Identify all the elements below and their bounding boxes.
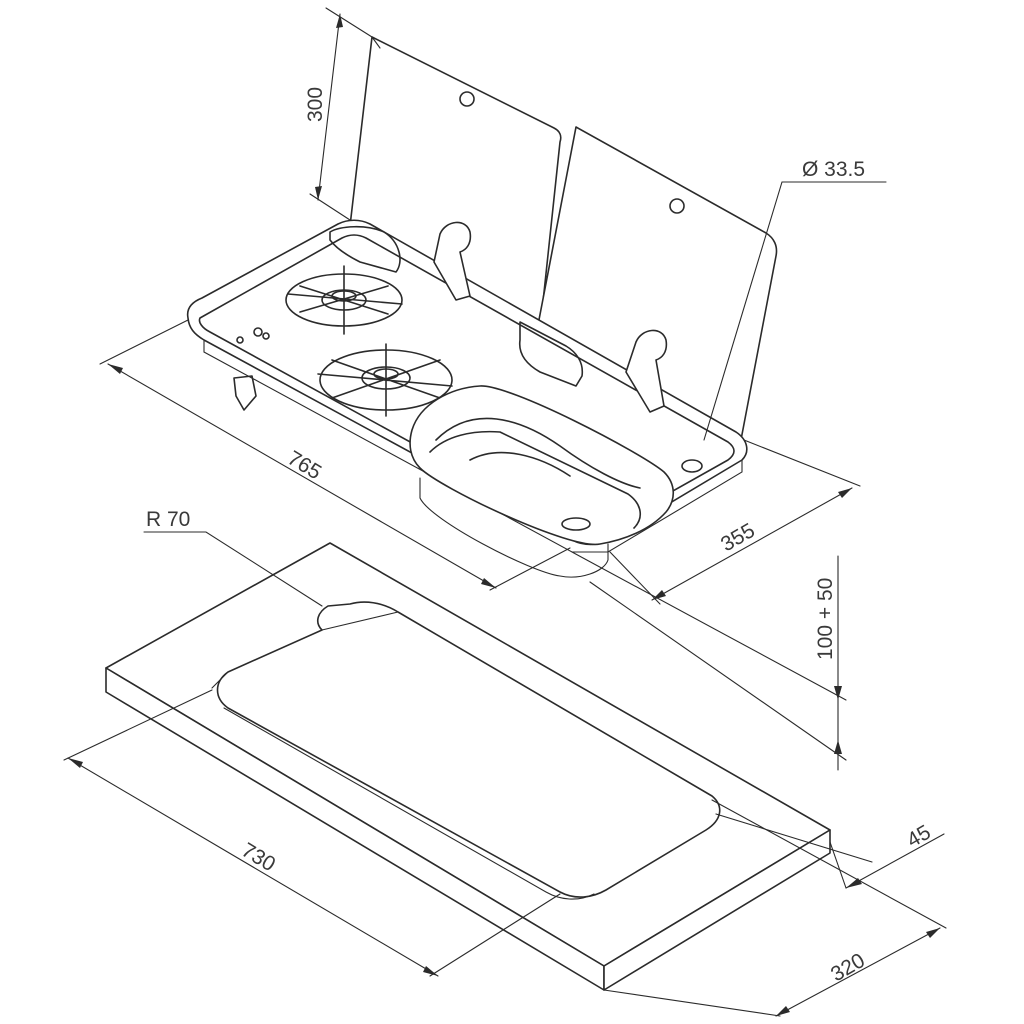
dim-unit-length: 765 [283, 447, 325, 485]
dimension-lines [63, 7, 947, 1017]
dim-lid-height: 300 [304, 87, 327, 122]
rear-burner [285, 265, 403, 335]
dim-unit-depth: 355 [717, 519, 759, 556]
lid-hole-left [459, 91, 475, 107]
countertop-cutout [105, 542, 831, 991]
lid-hole-right [669, 198, 685, 214]
hob-sink-unit [186, 219, 748, 578]
glass-lids [349, 36, 778, 446]
dim-cutout-width: 320 [827, 949, 869, 986]
sink-bowl [409, 385, 703, 578]
dim-hole-diameter: Ø 33.5 [802, 158, 865, 181]
dim-edge-offset: 45 [903, 821, 935, 853]
dim-cutout-length: 730 [237, 839, 279, 877]
hinge-right [625, 329, 668, 413]
dim-mounting-depth: 100 + 50 [814, 578, 837, 660]
front-burner [317, 343, 453, 417]
gas-valve [233, 375, 257, 411]
hinge-left [433, 221, 472, 301]
dim-corner-radius: R 70 [146, 508, 190, 531]
sink-drain [561, 517, 591, 531]
